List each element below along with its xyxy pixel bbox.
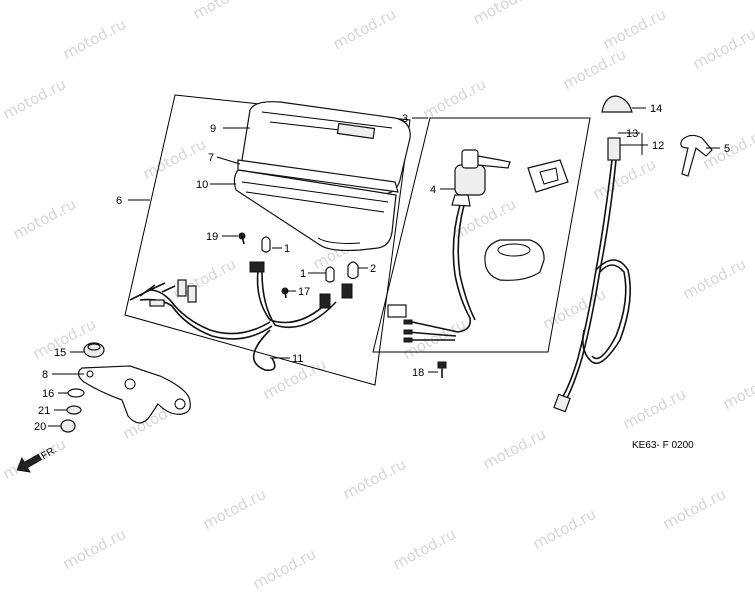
bracket-part-8 bbox=[77, 365, 191, 424]
callout-11: 11 bbox=[292, 353, 303, 365]
screw-part-17 bbox=[281, 287, 289, 299]
callout-20: 20 bbox=[34, 421, 46, 433]
switch-group-frame bbox=[372, 117, 591, 353]
leader-lines bbox=[48, 107, 720, 427]
callout-2: 2 bbox=[370, 263, 376, 275]
washer-part-16 bbox=[67, 388, 85, 398]
bulb-part-1-lower bbox=[325, 266, 335, 283]
callout-7: 7 bbox=[208, 152, 214, 164]
callout-18: 18 bbox=[412, 367, 424, 379]
cable-end-part-13 bbox=[607, 137, 621, 161]
meter-case bbox=[233, 101, 411, 252]
callout-5: 5 bbox=[724, 143, 730, 155]
switch-cap-nut bbox=[484, 239, 545, 281]
callout-10: 10 bbox=[196, 179, 208, 191]
grommet-part-15 bbox=[83, 342, 105, 358]
callout-12: 12 bbox=[652, 140, 664, 152]
socket-part-2 bbox=[347, 261, 359, 280]
callout-21: 21 bbox=[38, 405, 50, 417]
callout-4: 4 bbox=[430, 184, 436, 196]
screw-part-18 bbox=[437, 361, 447, 378]
front-direction-marker: FR. bbox=[16, 444, 59, 473]
cap-part-14 bbox=[601, 95, 633, 113]
speedometer-cable-part-12 bbox=[553, 159, 632, 413]
meter-harness bbox=[129, 261, 353, 372]
callout-9: 9 bbox=[210, 123, 216, 135]
callout-1-upper: 1 bbox=[284, 243, 290, 255]
bulb-part-1-upper bbox=[261, 236, 271, 253]
diagram-code: KE63- F 0200 bbox=[632, 440, 694, 451]
callout-15: 15 bbox=[54, 347, 66, 359]
callout-3: 3 bbox=[402, 113, 408, 125]
key-part-5 bbox=[680, 134, 713, 177]
callout-16: 16 bbox=[42, 388, 54, 400]
ignition-switch-part-4 bbox=[387, 149, 511, 343]
callout-19: 19 bbox=[206, 231, 218, 243]
callout-1-lower: 1 bbox=[300, 268, 306, 280]
callout-8: 8 bbox=[42, 369, 48, 381]
front-label: FR. bbox=[39, 444, 58, 462]
switch-cover bbox=[527, 159, 569, 193]
parts-diagram: 9 7 10 6 19 1 1 2 17 11 3 4 14 13 12 5 1… bbox=[16, 94, 730, 473]
collar-part-21 bbox=[66, 405, 82, 415]
screw-part-19 bbox=[238, 232, 246, 245]
nut-part-20 bbox=[60, 419, 76, 433]
callout-17: 17 bbox=[298, 286, 310, 298]
callout-6: 6 bbox=[116, 195, 122, 207]
callout-14: 14 bbox=[650, 103, 662, 115]
callout-13: 13 bbox=[626, 128, 638, 140]
